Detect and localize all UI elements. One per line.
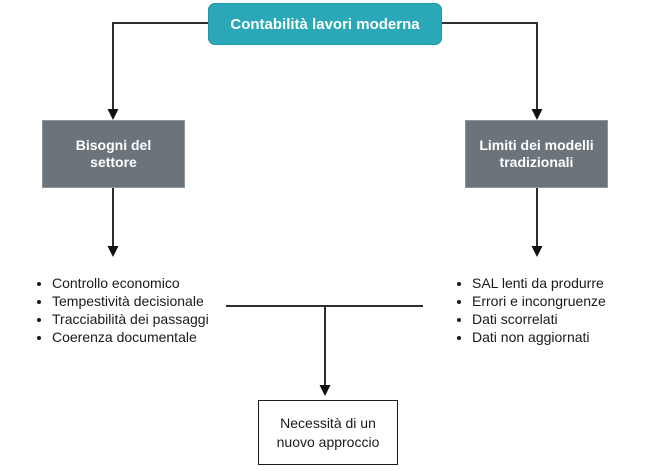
list-item: Errori e incongruenze xyxy=(472,292,636,310)
list-item: Controllo economico xyxy=(52,274,224,292)
node-root-title: Contabilità lavori moderna xyxy=(208,3,442,45)
arrowhead-down xyxy=(531,246,543,257)
list-item: SAL lenti da produrre xyxy=(472,274,636,292)
arrowhead-down xyxy=(319,385,331,396)
list-item: Tracciabilità dei passaggi xyxy=(52,310,224,328)
arrowhead-down xyxy=(531,109,543,120)
list-sector-needs: Controllo economicoTempestività decision… xyxy=(24,274,224,346)
arrowhead-down xyxy=(107,246,119,257)
node-branch-traditional-limits: Limiti dei modelli tradizionali xyxy=(465,120,608,188)
list-item: Coerenza documentale xyxy=(52,328,224,346)
edge-root-to-right-branch xyxy=(442,22,538,111)
list-item: Tempestività decisionale xyxy=(52,292,224,310)
list-traditional-limits: SAL lenti da produrreErrori e incongruen… xyxy=(444,274,636,346)
edge-root-to-left-branch xyxy=(112,22,208,111)
list-item: Dati scorrelati xyxy=(472,310,636,328)
node-branch-sector-needs: Bisogni del settore xyxy=(42,120,185,188)
arrowhead-down xyxy=(107,109,119,120)
node-outcome: Necessità di un nuovo approccio xyxy=(258,400,398,465)
list-item: Dati non aggiornati xyxy=(472,328,636,346)
